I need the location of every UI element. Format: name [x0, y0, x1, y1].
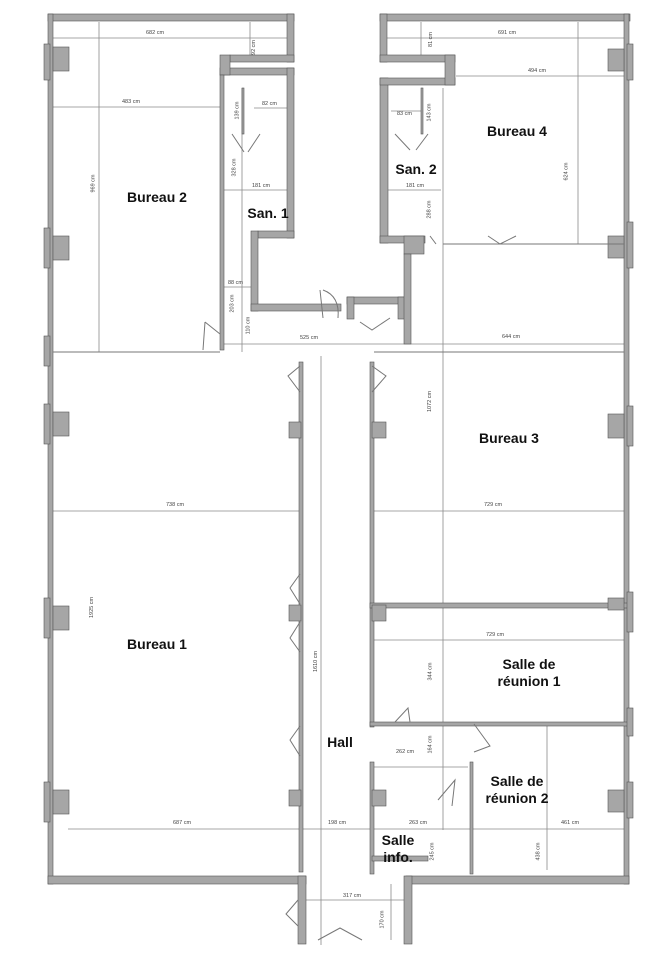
- dim-1925: 1925 cm: [89, 596, 96, 619]
- dim-83: 83 cm: [397, 111, 412, 117]
- dim-1610: 1610 cm: [313, 650, 320, 673]
- room-label-bureau-3: Bureau 3: [479, 430, 539, 446]
- dim-92: 92 cm: [250, 40, 257, 55]
- room-label-hall: Hall: [327, 734, 353, 750]
- dim-691: 691 cm: [498, 30, 517, 36]
- dim-143: 143 cm: [426, 103, 433, 122]
- dim-317: 317 cm: [343, 893, 362, 899]
- walls: [43, 13, 634, 945]
- dim-344: 344 cm: [427, 662, 434, 681]
- dim-263: 263 cm: [409, 820, 428, 826]
- room-divider-lines: [53, 243, 624, 353]
- dim-969: 969 cm: [90, 174, 97, 193]
- dim-198: 198 cm: [328, 820, 347, 826]
- dim-729-meeting1: 729 cm: [486, 632, 505, 638]
- dim-181-san1: 181 cm: [252, 183, 271, 189]
- dim-682: 682 cm: [146, 30, 165, 36]
- dim-525: 525 cm: [300, 335, 319, 341]
- room-label-sanitary-1: San. 1: [247, 205, 289, 221]
- dim-288: 288 cm: [426, 200, 433, 219]
- dim-644: 644 cm: [502, 334, 521, 340]
- dim-483: 483 cm: [122, 99, 141, 105]
- room-label-bureau-4: Bureau 4: [487, 123, 547, 139]
- dim-624: 624 cm: [563, 162, 570, 181]
- room-label-bureau-2: Bureau 2: [127, 189, 187, 205]
- dim-203: 203 cm: [229, 294, 236, 313]
- room-label-meeting-room-1: Salle de réunion 1: [497, 656, 561, 689]
- room-label-sanitary-2: San. 2: [395, 161, 437, 177]
- dim-82: 82 cm: [262, 101, 277, 107]
- dim-181-san2: 181 cm: [406, 183, 425, 189]
- dim-729-bureau3: 729 cm: [484, 502, 503, 508]
- dim-164: 164 cm: [427, 735, 434, 754]
- dim-170: 170 cm: [379, 910, 386, 929]
- dim-461: 461 cm: [561, 820, 580, 826]
- room-label-computer-room: Salle info.: [381, 832, 415, 865]
- dim-88: 88 cm: [228, 280, 243, 286]
- dim-438: 438 cm: [535, 842, 542, 861]
- dim-494: 494 cm: [528, 68, 547, 74]
- dim-262: 262 cm: [396, 749, 415, 755]
- dim-81: 81 cm: [427, 32, 434, 47]
- dim-738: 738 cm: [166, 502, 185, 508]
- dim-139: 139 cm: [234, 101, 241, 120]
- dim-328: 328 cm: [231, 158, 238, 177]
- dim-687: 687 cm: [173, 820, 192, 826]
- dim-110: 110 cm: [245, 316, 252, 335]
- dim-1072: 1072 cm: [427, 390, 434, 413]
- dim-245: 245 cm: [429, 842, 436, 861]
- dimension-lines: [52, 22, 628, 945]
- room-label-bureau-1: Bureau 1: [127, 636, 187, 652]
- room-label-meeting-room-2: Salle de réunion 2: [485, 773, 549, 806]
- doors: [202, 133, 517, 941]
